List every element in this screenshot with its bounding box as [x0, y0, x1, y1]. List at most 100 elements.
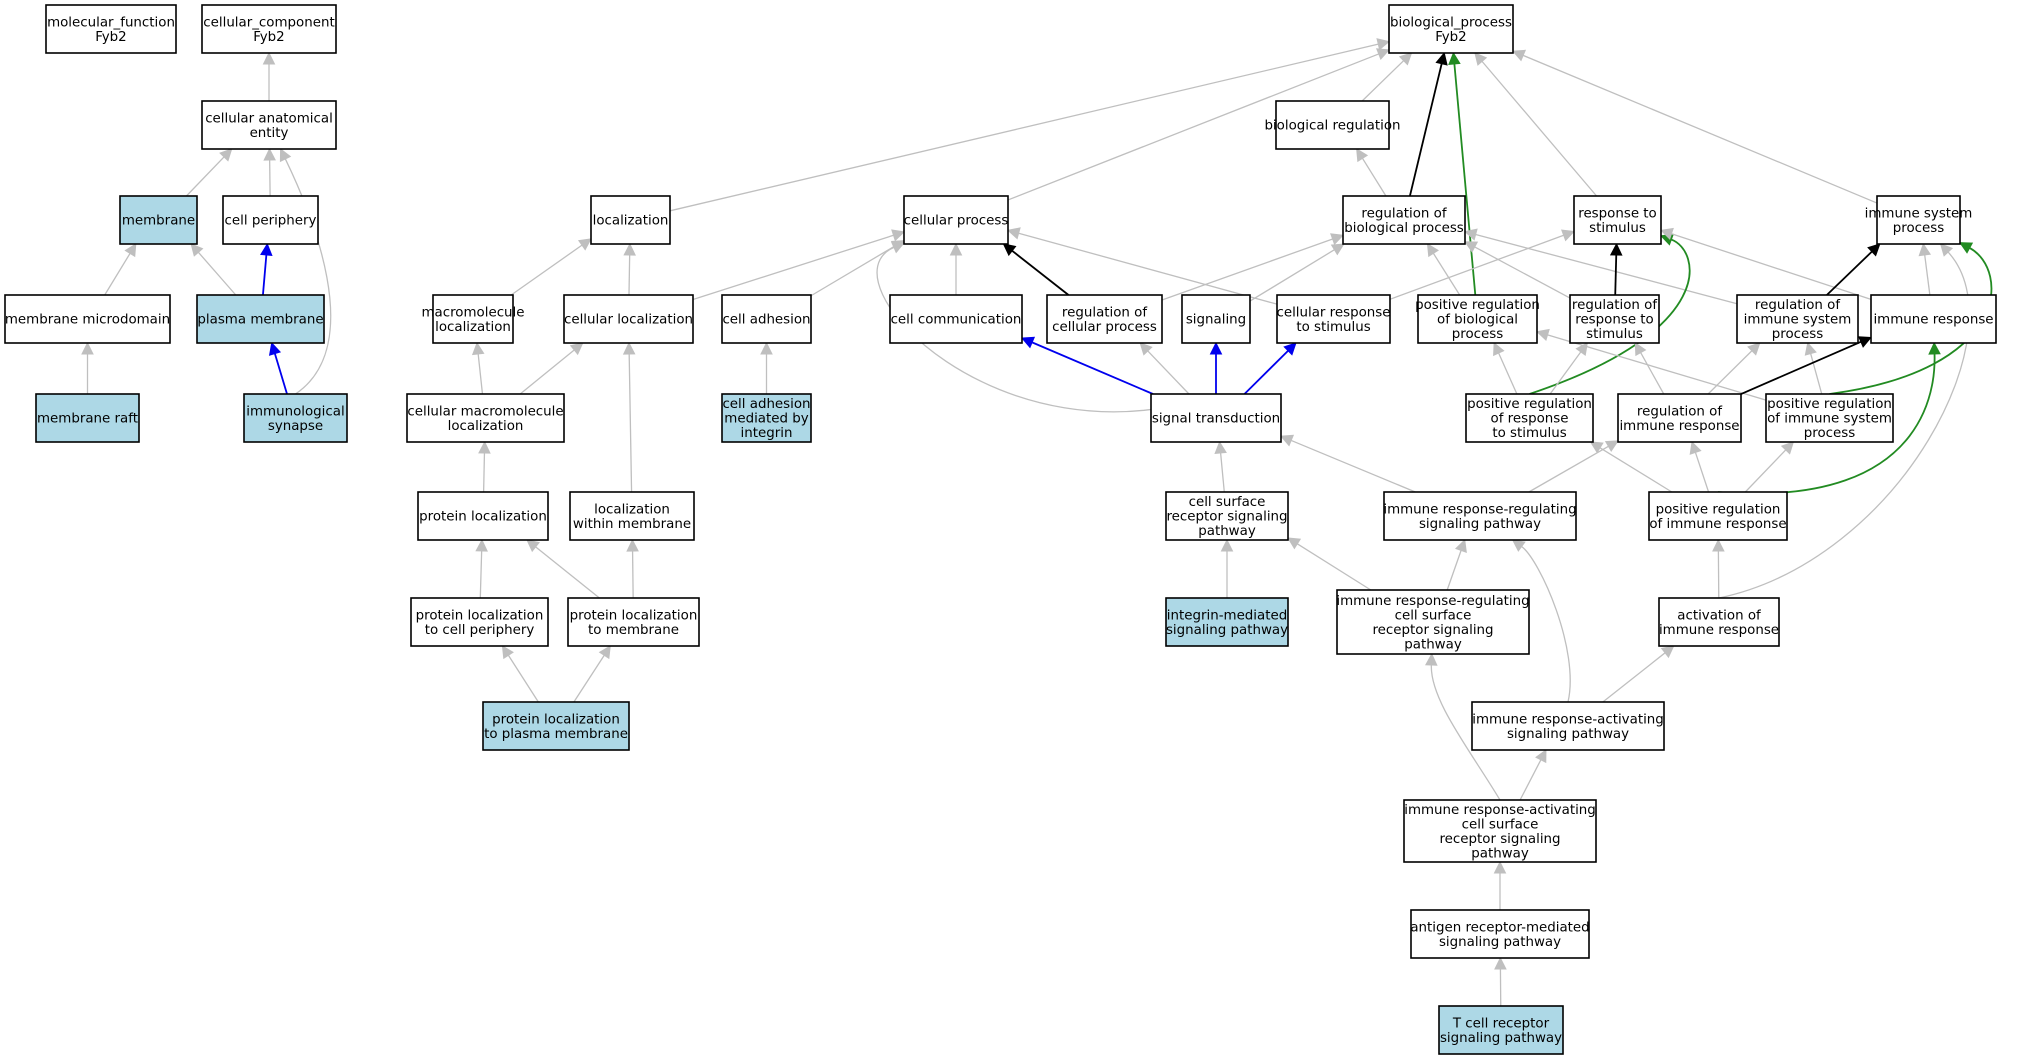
go-term-node-cproc[interactable]: cellular process [903, 195, 1009, 245]
edge-is-a [760, 341, 773, 394]
node-box [1342, 195, 1466, 245]
go-term-node-membrane[interactable]: membrane [119, 195, 198, 245]
node-box [1876, 195, 1961, 245]
edge-is-a [1804, 341, 1823, 395]
edge-is-a [1689, 440, 1710, 493]
edge-is-a [510, 238, 592, 296]
edge-line [482, 452, 486, 493]
edge-line [1432, 252, 1461, 296]
node-label: signaling pathway [1440, 1031, 1562, 1046]
node-box [1165, 491, 1289, 541]
go-term-node-mraft[interactable]: membrane raft [35, 393, 140, 443]
edge-is-a [471, 341, 485, 395]
edge-arrowhead [279, 147, 292, 163]
node-box [1165, 597, 1289, 647]
edge-arrowhead [1425, 652, 1438, 666]
go-term-node-mmicro[interactable]: membrane microdomain [4, 294, 171, 344]
node-label: activation of [1677, 608, 1761, 623]
go-term-node-cperiph[interactable]: cell periphery [222, 195, 319, 245]
go-term-node-ir[interactable]: immune response [1870, 294, 1997, 344]
go-term-node-ccomm[interactable]: cell communication [889, 294, 1023, 344]
node-label: biological regulation [1264, 119, 1400, 134]
edge-arrowhead [1279, 434, 1295, 447]
edge-arrowhead [1959, 242, 1974, 254]
edge-arrowhead [569, 342, 584, 356]
go-term-node-st[interactable]: signal transduction [1150, 393, 1282, 443]
edge-line [692, 234, 894, 301]
node-label: stimulus [1586, 327, 1643, 342]
edge-arrowhead [1747, 342, 1761, 356]
go-term-node-sig[interactable]: signaling [1181, 294, 1251, 344]
node-label: localization [594, 502, 670, 517]
edge-is-a [501, 645, 539, 703]
go-term-node-ploc[interactable]: protein localization [417, 491, 549, 541]
node-label: mediated by [724, 412, 808, 427]
go-term-node-cadh[interactable]: cell adhesion [721, 294, 812, 344]
edge-is-a [279, 147, 332, 395]
node-label: of immune system [1767, 412, 1892, 427]
node-label: pathway [1404, 637, 1462, 652]
node-label: localization [448, 419, 524, 434]
edge-line [1521, 545, 1571, 703]
node-label: Fyb2 [253, 30, 284, 45]
edge-is-a [185, 148, 233, 197]
go-term-node-breg[interactable]: biological regulation [1264, 100, 1401, 150]
edge-line [197, 251, 237, 296]
edge-is-a [190, 243, 237, 296]
edge-line [1522, 54, 1878, 204]
edge-regulates [1409, 51, 1448, 197]
edge-line [1430, 664, 1501, 801]
node-box [417, 491, 549, 541]
edge-arrowhead [1375, 48, 1391, 61]
edge-arrowhead [268, 341, 282, 356]
edge-arrowhead [1660, 645, 1675, 659]
node-label: cell adhesion [722, 313, 810, 328]
edge-is-a [1474, 52, 1598, 197]
edge-line [1446, 550, 1462, 591]
node-label: cellular_component [203, 15, 334, 30]
node-label: receptor signaling [1439, 832, 1560, 847]
edge-is-a [1718, 243, 1970, 599]
go-term-node-pmem[interactable]: plasma membrane [196, 294, 325, 344]
edge-arrowhead [1659, 227, 1674, 240]
edge-arrowhead [1928, 341, 1941, 355]
go-term-node-loc[interactable]: localization [590, 195, 671, 245]
edge-line [1519, 759, 1542, 801]
go-term-node-cloc[interactable]: cellular localization [563, 294, 694, 344]
edge-arrowhead [501, 645, 514, 660]
